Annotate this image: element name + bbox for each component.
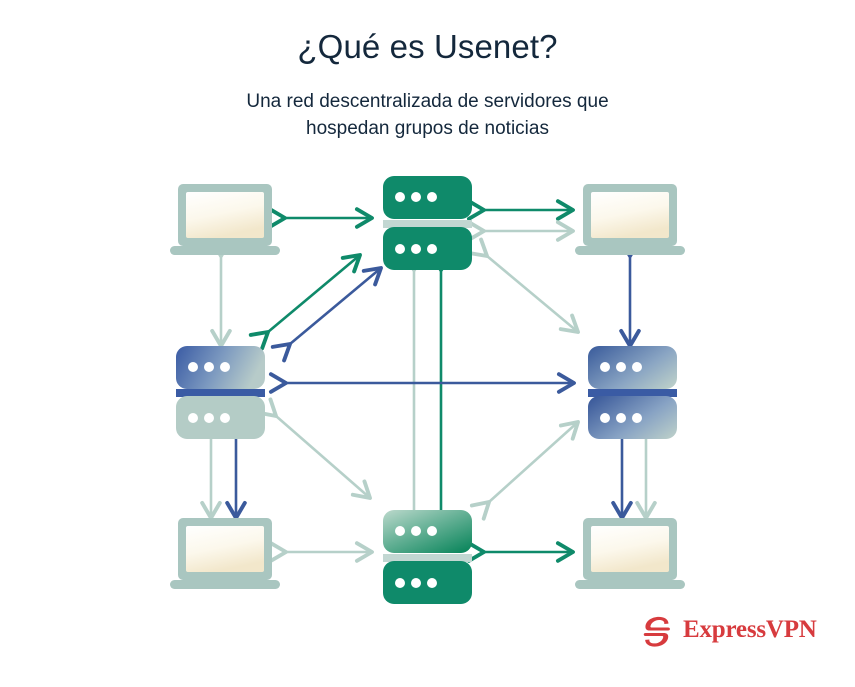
expressvpn-logo[interactable]: ExpressVPN — [640, 608, 817, 652]
node-server-bottom-center[interactable] — [383, 510, 472, 604]
node-server-mid-left[interactable] — [176, 346, 265, 439]
network-diagram-svg — [170, 176, 685, 604]
node-server-top-center[interactable] — [383, 176, 472, 270]
node-laptop-bottom-left[interactable] — [170, 518, 280, 589]
connection-c5 — [248, 253, 362, 351]
server-status-dots — [395, 192, 437, 254]
server-status-dots — [395, 526, 437, 588]
expressvpn-e-mark-icon — [643, 616, 670, 647]
page-subtitle: Una red descentralizada de servidores qu… — [193, 89, 663, 143]
node-laptop-top-right[interactable] — [575, 184, 685, 255]
page-title: ¿Qué es Usenet? — [297, 28, 558, 65]
connections-layer — [200, 199, 657, 563]
network-diagram — [0, 160, 855, 610]
node-laptop-top-left[interactable] — [170, 184, 280, 255]
subtitle-line-2: hospedan grupos de noticias — [306, 118, 549, 140]
connection-c14 — [256, 397, 372, 500]
server-status-dots — [188, 362, 230, 423]
node-laptop-bottom-right[interactable] — [575, 518, 685, 589]
subtitle-line-1: Una red descentralizada de servidores qu… — [246, 91, 609, 113]
connection-c15 — [469, 420, 580, 521]
connection-c7 — [467, 237, 580, 334]
brand-name: ExpressVPN — [683, 616, 817, 643]
node-server-mid-right[interactable] — [588, 346, 677, 439]
connection-c6 — [270, 266, 383, 363]
server-status-dots — [600, 362, 642, 423]
header: ¿Qué es Usenet? Una red descentralizada … — [0, 0, 855, 143]
